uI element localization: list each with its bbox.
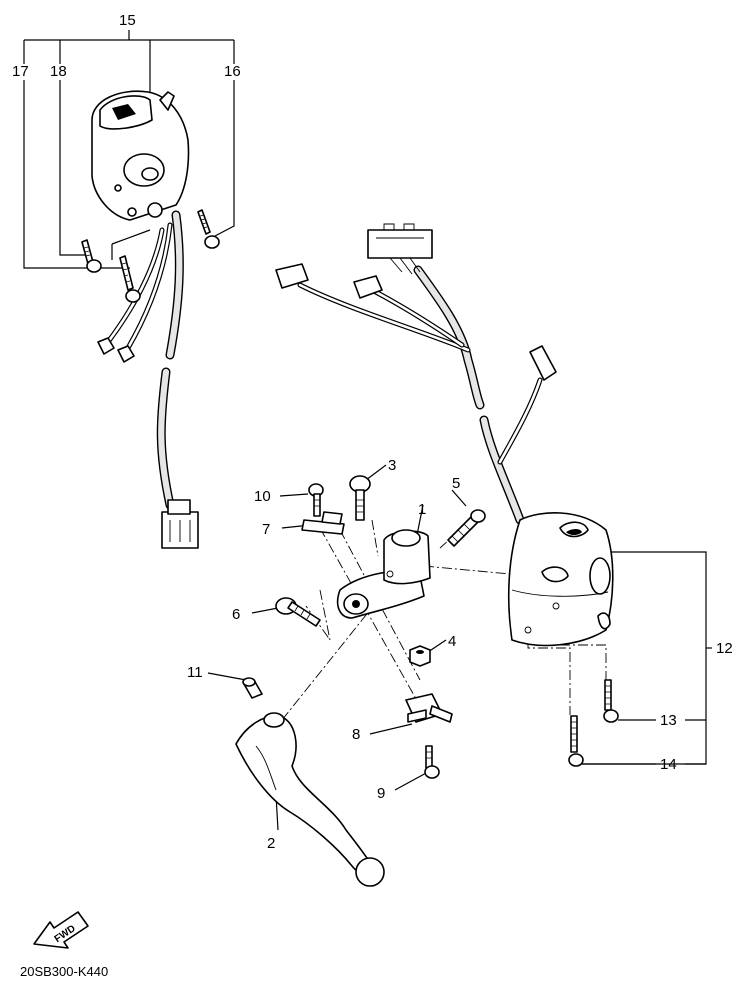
switch-8 bbox=[405, 693, 453, 723]
handlebar-switch-assembly bbox=[275, 223, 614, 647]
screw-9 bbox=[424, 745, 440, 779]
callout-14: 14 bbox=[660, 756, 677, 773]
callout-3: 3 bbox=[388, 457, 396, 474]
callout-18: 18 bbox=[50, 63, 67, 80]
callout-12: 12 bbox=[716, 640, 733, 657]
callout-11: 11 bbox=[187, 664, 203, 681]
callout-labels: 1 2 3 4 5 6 7 8 9 10 11 12 13 14 15 16 1… bbox=[12, 12, 733, 852]
screw-14 bbox=[568, 715, 584, 767]
lever-holder-1 bbox=[336, 529, 431, 619]
callout-6: 6 bbox=[232, 606, 240, 623]
callout-5: 5 bbox=[452, 475, 460, 492]
collar-11 bbox=[242, 677, 263, 699]
bolt-6 bbox=[275, 597, 321, 627]
screw-18 bbox=[81, 239, 102, 273]
bolt-5 bbox=[447, 509, 486, 547]
bolt-3 bbox=[349, 475, 371, 521]
lever-2 bbox=[235, 712, 385, 887]
leader-lines bbox=[23, 30, 712, 831]
screw-17 bbox=[119, 255, 141, 303]
bracket-7 bbox=[301, 511, 345, 535]
callout-7: 7 bbox=[262, 521, 270, 538]
screw-16 bbox=[197, 209, 220, 249]
callout-9: 9 bbox=[377, 785, 385, 802]
callout-15: 15 bbox=[119, 12, 136, 29]
screw-13 bbox=[603, 679, 619, 723]
clutch-switch-assembly bbox=[91, 90, 199, 549]
callout-17: 17 bbox=[12, 63, 29, 80]
callout-4: 4 bbox=[448, 633, 456, 650]
fwd-arrow-icon: FWD bbox=[33, 911, 89, 949]
nut-4 bbox=[409, 645, 431, 667]
callout-1: 1 bbox=[418, 501, 426, 518]
callout-16: 16 bbox=[224, 63, 241, 80]
callout-13: 13 bbox=[660, 712, 677, 729]
callout-2: 2 bbox=[267, 835, 275, 852]
callout-10: 10 bbox=[254, 488, 271, 505]
callout-8: 8 bbox=[352, 726, 360, 743]
diagram-code: 20SB300-K440 bbox=[20, 964, 108, 979]
screw-10 bbox=[308, 483, 324, 517]
